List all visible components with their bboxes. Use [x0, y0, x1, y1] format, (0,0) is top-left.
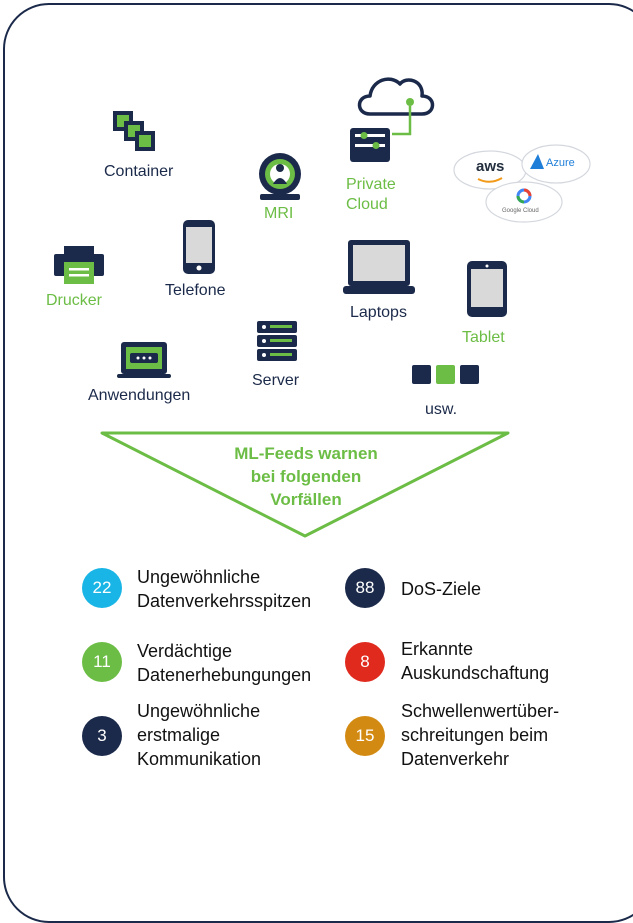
incident-count-badge: 22	[82, 568, 122, 608]
google-cloud-logo-text: Google Cloud	[502, 208, 539, 214]
incident-count-badge: 3	[82, 716, 122, 756]
incident-label: Ungewöhnliche erstmalige Kommunikation	[137, 699, 261, 771]
laptop-icon	[342, 238, 416, 298]
private-cloud-line-1: Private	[346, 176, 396, 193]
aws-logo-text: aws	[476, 158, 505, 175]
printer-icon	[52, 244, 106, 286]
incident-label-line: DoS-Ziele	[401, 579, 482, 599]
printer-label: Drucker	[46, 292, 103, 309]
incident-label-line: erstmalige	[137, 725, 221, 745]
incident-label: Schwellenwertüber- schreitungen beim Dat…	[401, 699, 559, 771]
ml-feeds-line-1: ML-Feeds warnen	[234, 444, 378, 463]
container-icon	[112, 110, 160, 154]
ml-feeds-triangle	[100, 431, 510, 539]
cloud-providers-graphic: aws Azure Google Cloud	[452, 136, 592, 226]
azure-logo-text: Azure	[546, 157, 575, 169]
incident-label: DoS-Ziele	[401, 577, 481, 601]
incident-label-line: Schwellenwertüber-	[401, 701, 560, 721]
tablet-label: Tablet	[462, 329, 505, 346]
ml-feeds-line-3: Vorfällen	[270, 490, 342, 509]
server-icon	[256, 320, 298, 362]
incident-label-line: Ungewöhnliche	[137, 701, 261, 721]
incident-label-line: Verdächtige	[137, 641, 233, 661]
incident-label: Ungewöhnliche Datenverkehrsspitzen	[137, 565, 311, 613]
private-cloud-icon	[346, 70, 438, 166]
ml-feeds-heading: ML-Feeds warnen bei folgenden Vorfällen	[200, 442, 412, 511]
incident-label-line: Auskundschaftung	[401, 663, 550, 683]
incident-label-line: Ungewöhnliche	[137, 567, 261, 587]
server-label: Server	[252, 372, 300, 389]
applications-label: Anwendungen	[88, 387, 191, 404]
incident-label: Verdächtige Datenerhebungungen	[137, 639, 311, 687]
incident-label-line: Datenverkehr	[401, 749, 510, 769]
incident-label: Erkannte Auskundschaftung	[401, 637, 549, 685]
more-devices-icon	[412, 365, 480, 385]
phone-label: Telefone	[165, 282, 226, 299]
ml-feeds-line-2: bei folgenden	[250, 467, 362, 486]
phone-icon	[182, 219, 216, 275]
mri-label: MRI	[264, 205, 294, 222]
mri-icon	[256, 150, 304, 202]
etc-label: usw.	[425, 401, 458, 418]
incident-count-badge: 8	[345, 642, 385, 682]
application-window-icon	[117, 341, 171, 379]
container-label: Container	[104, 163, 174, 180]
incident-label-line: Erkannte	[401, 639, 474, 659]
laptop-label: Laptops	[350, 304, 407, 321]
incident-label-line: schreitungen beim	[401, 725, 549, 745]
private-cloud-label: Private Cloud	[346, 175, 396, 215]
incident-count-badge: 15	[345, 716, 385, 756]
incident-count-badge: 11	[82, 642, 122, 682]
incident-label-line: Datenerhebungungen	[137, 665, 312, 685]
incident-count-badge: 88	[345, 568, 385, 608]
tablet-icon	[466, 260, 508, 318]
private-cloud-line-2: Cloud	[346, 196, 388, 213]
incident-label-line: Kommunikation	[137, 749, 262, 769]
incident-label-line: Datenverkehrsspitzen	[137, 591, 312, 611]
